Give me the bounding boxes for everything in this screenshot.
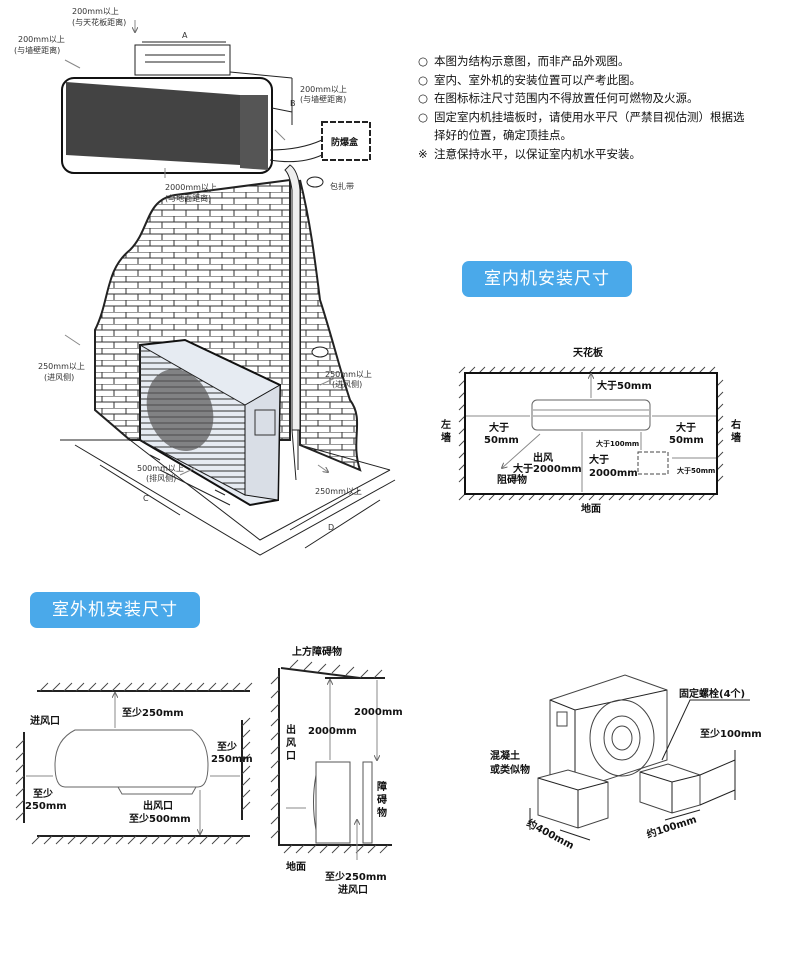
indoor-section-title: 室内机安装尺寸 <box>462 261 632 297</box>
outdoor-section-title: 室外机安装尺寸 <box>30 592 200 628</box>
label-exhaust-note: (排风侧) <box>146 473 176 483</box>
label-exhaust: 500mm以上 <box>137 464 184 473</box>
label-right-wall-1: 右 <box>730 418 741 431</box>
label-height: 至少100mm <box>700 727 762 740</box>
label-right-wall-2: 墙 <box>731 431 741 444</box>
label-right-gap-1: 大于 <box>676 421 696 434</box>
label-outlet-2: 风 <box>286 737 296 749</box>
label-floor: 地面 <box>286 860 306 873</box>
label-dim-a: A <box>182 31 188 40</box>
label-wall-left: 200mm以上 <box>18 35 65 44</box>
label-outlet-2: 至少500mm <box>129 812 191 825</box>
label-wall-right-note: (与墙壁距离) <box>300 94 346 104</box>
label-dim-b: B <box>290 99 296 108</box>
label-left-gap-2: 50mm <box>484 435 519 446</box>
label-box: 防爆盒 <box>331 136 359 148</box>
note-item: ○ 在图标标注尺寸范围内不得放置任何可燃物及火源。 <box>418 89 788 108</box>
label-ceiling: 天花板 <box>573 346 604 359</box>
label-floor-gap-1: 大于 <box>589 453 609 466</box>
label-obstacle-top: 上方障碍物 <box>292 645 342 658</box>
note-text: 固定室内机挂墙板时，请使用水平尺（严禁目视估测）根据选 <box>434 109 745 124</box>
overview-illustration: 200mm以上 (与天花板距离) 200mm以上 (与墙壁距离) A B 200… <box>14 7 396 556</box>
label-tape: 包扎带 <box>330 181 354 191</box>
label-box-side: 大于50mm <box>677 466 715 475</box>
label-material-1: 混凝土 <box>490 749 520 762</box>
label-left-2: 250mm <box>25 801 67 812</box>
label-side: 250mm以上 <box>315 487 362 496</box>
label-right-1: 至少 <box>217 740 237 753</box>
concrete-block-left <box>537 769 609 829</box>
note-item: ○ 室内、室外机的安装位置可以产考此图。 <box>418 71 788 90</box>
label-top-gap: 至少250mm <box>122 706 184 719</box>
label-h2: 2000mm <box>354 707 403 718</box>
foundation-diagram: 固定螺栓(4个) 至少100mm 混凝土 或类似物 约400mm 约100mm <box>490 674 762 852</box>
label-wall-right: 200mm以上 <box>300 85 347 94</box>
label-left-1: 至少 <box>33 787 53 800</box>
indoor-unit-outline <box>531 399 651 431</box>
label-ceiling-note: (与天花板距离) <box>72 17 126 27</box>
outdoor-side-view: 上方障碍物 2000mm 2000mm 出 风 口 障 碍 物 地面 至少250… <box>270 645 403 896</box>
label-intake: 进风口 <box>30 714 60 727</box>
label-obstacle-3: 物 <box>377 806 387 819</box>
bullet-icon: ※ <box>418 146 428 161</box>
label-box-gap: 大于100mm <box>596 439 639 448</box>
indoor-unit <box>61 44 273 174</box>
label-h1: 2000mm <box>308 726 357 737</box>
label-outlet-3: 阻碍物 <box>497 473 527 486</box>
notes-list: ○ 本图为结构示意图，而非产品外观图。 ○ 室内、室外机的安装位置可以产考此图。 ○… <box>418 52 788 163</box>
label-outlet-1: 出 <box>286 723 296 736</box>
label-intake-1: 至少250mm <box>325 870 387 883</box>
label-left-wall-2: 墙 <box>441 431 451 444</box>
bullet-icon: ○ <box>418 54 429 68</box>
label-obstacle-1: 障 <box>377 780 387 793</box>
bullet-icon: ○ <box>418 109 429 124</box>
label-width: 约100mm <box>645 813 698 841</box>
label-floor-note: (与地面距离) <box>165 193 211 203</box>
label-floor-gap-2: 2000mm <box>589 468 638 479</box>
note-item: ※ 注意保持水平，以保证室内机水平安装。 <box>418 145 788 164</box>
label-intake-left: 250mm以上 <box>38 362 85 371</box>
label-intake-right-note: (进风侧) <box>332 379 362 389</box>
outdoor-top-view: 至少250mm 进风口 至少 250mm 至少 250mm 出风口 至少500m… <box>15 682 253 845</box>
concrete-block-right <box>639 763 701 814</box>
label-dim-d: D <box>328 523 334 532</box>
label-outlet-1: 出风口 <box>143 799 173 812</box>
note-item: ○ 固定室内机挂墙板时，请使用水平尺（严禁目视估测）根据选 <box>418 108 788 127</box>
label-intake-left-note: (进风侧) <box>44 372 74 382</box>
label-top-gap: 大于50mm <box>597 379 652 392</box>
label-intake-2: 进风口 <box>338 883 368 896</box>
outdoor-unit-side-outline <box>315 761 351 844</box>
label-material-2: 或类似物 <box>490 763 530 776</box>
bullet-icon: ○ <box>418 91 429 105</box>
label-floor-dist: 2000mm以上 <box>165 183 217 192</box>
outdoor-unit-top-outline <box>54 729 209 788</box>
label-intake-right: 250mm以上 <box>325 370 372 379</box>
label-floor: 地面 <box>581 502 601 515</box>
brick-wall-right <box>299 179 362 472</box>
label-outlet-2: 大于2000mm <box>513 462 582 475</box>
label-wall-left-note: (与墙壁距离) <box>14 45 60 55</box>
label-dim-c: C <box>143 494 149 503</box>
note-item: ○ 本图为结构示意图，而非产品外观图。 <box>418 52 788 71</box>
obstacle-outline <box>362 761 373 844</box>
label-outlet-1: 出风 <box>533 451 553 464</box>
note-text: 室内、室外机的安装位置可以产考此图。 <box>434 72 641 87</box>
label-bolts: 固定螺栓(4个) <box>679 687 745 700</box>
note-continuation: 择好的位置，确定顶挂点。 <box>434 128 572 142</box>
label-left-gap-1: 大于 <box>489 421 509 434</box>
note-text: 注意保持水平，以保证室内机水平安装。 <box>434 146 641 161</box>
label-left-wall-1: 左 <box>440 418 451 431</box>
label-right-2: 250mm <box>211 754 253 765</box>
indoor-box-outline <box>637 451 669 475</box>
label-right-gap-2: 50mm <box>669 435 704 446</box>
bullet-icon: ○ <box>418 72 429 87</box>
label-obstacle-2: 碍 <box>377 794 387 806</box>
indoor-dimension-diagram: 天花板 大于50mm 左 墙 右 墙 大于 50mm 大于 50mm 大于100… <box>440 346 741 515</box>
label-ceiling-dist: 200mm以上 <box>72 7 119 16</box>
note-text: 本图为结构示意图，而非产品外观图。 <box>434 54 630 68</box>
label-outlet-3: 口 <box>286 751 296 762</box>
note-text: 在图标标注尺寸范围内不得放置任何可燃物及火源。 <box>434 91 699 105</box>
